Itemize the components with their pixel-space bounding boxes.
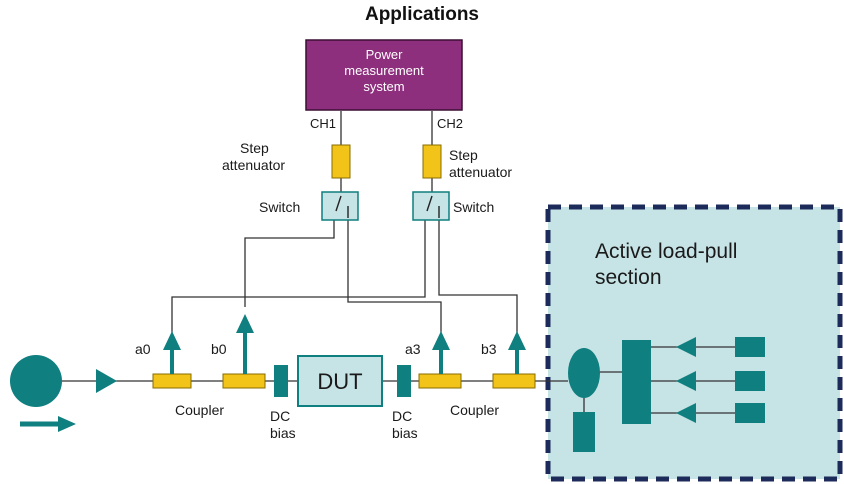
- power-system-line3: system: [363, 79, 404, 94]
- power-system-line2: measurement: [344, 63, 424, 78]
- load-pull-source: [568, 348, 600, 398]
- load-pull-label-line1: Active load-pull: [595, 240, 737, 263]
- switch-left: [321, 191, 359, 221]
- signal-source: [10, 355, 62, 407]
- coupler-b0: [222, 373, 266, 389]
- load-pull-amp-3: [676, 403, 696, 423]
- diagram-title: Applications: [364, 4, 479, 25]
- dut-label: DUT: [317, 369, 362, 394]
- coupler-left-label: Coupler: [175, 402, 224, 418]
- step-attenuator-right-line2: attenuator: [449, 164, 512, 180]
- coupler-a0: [152, 373, 192, 389]
- port-b0-label: b0: [211, 341, 227, 357]
- load-pull-port-2: [735, 371, 765, 391]
- coupler-right-label: Coupler: [450, 402, 499, 418]
- step-attenuator-right-line1: Step: [449, 147, 478, 163]
- load-pull-combiner: [622, 340, 651, 424]
- power-measurement-system: [305, 39, 463, 111]
- coupler-b3: [492, 373, 536, 389]
- load-pull-label-line2: section: [595, 266, 662, 289]
- load-pull-port-1: [735, 337, 765, 357]
- switch-left-label: Switch: [259, 199, 300, 215]
- load-pull-lower-block: [573, 412, 595, 452]
- port-a0-label: a0: [135, 341, 151, 357]
- ch2-label: CH2: [437, 116, 463, 131]
- wiring: [62, 111, 735, 414]
- coupler-a3: [418, 373, 462, 389]
- dc-bias-left-line1: DC: [270, 408, 290, 424]
- step-attenuator-left-line1: Step: [240, 140, 269, 156]
- dc-bias-right-line1: DC: [392, 408, 412, 424]
- dc-bias-left: [274, 365, 288, 397]
- ch1-label: CH1: [310, 116, 336, 131]
- switch-right-label: Switch: [453, 199, 494, 215]
- port-arrows: [163, 314, 526, 374]
- load-pull-port-3: [735, 403, 765, 423]
- load-pull-amp-1: [676, 337, 696, 357]
- amplifier-icon: [96, 369, 117, 393]
- dut-block: [297, 355, 383, 407]
- port-a3-label: a3: [405, 341, 421, 357]
- port-b3-label: b3: [481, 341, 497, 357]
- direction-arrow: [20, 416, 76, 432]
- step-attenuator-ch2: [422, 144, 442, 179]
- dc-bias-right-line2: bias: [392, 425, 418, 441]
- step-attenuator-ch1: [331, 144, 351, 179]
- load-pull-amp-2: [676, 371, 696, 391]
- dc-bias-left-line2: bias: [270, 425, 296, 441]
- step-attenuator-left-line2: attenuator: [222, 157, 285, 173]
- switch-right: [412, 191, 450, 221]
- dc-bias-right: [397, 365, 411, 397]
- power-system-line1: Power: [366, 47, 404, 62]
